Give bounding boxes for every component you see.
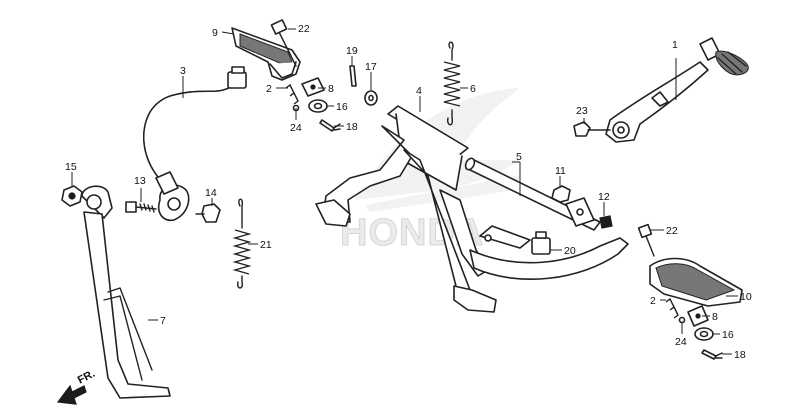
- gearshift-pedal: [605, 37, 749, 143]
- callout-6: 6: [470, 83, 476, 95]
- callout-2-lower: 2: [650, 295, 656, 307]
- side-stand: [81, 185, 171, 399]
- callout-16-lower: 16: [722, 329, 734, 341]
- callout-9: 9: [212, 27, 218, 39]
- callout-23: 23: [576, 105, 588, 117]
- callout-10: 10: [740, 291, 752, 303]
- callout-18-upper: 18: [346, 121, 358, 133]
- stopper-rubber-20: [531, 231, 551, 255]
- callout-2-upper: 2: [266, 83, 272, 95]
- callout-18-lower: 18: [734, 349, 746, 361]
- callout-12: 12: [598, 191, 610, 203]
- bolt-22-upper: [270, 19, 297, 67]
- nut-15: [61, 185, 83, 207]
- bracket-plate: [565, 197, 595, 227]
- callout-21: 21: [260, 239, 272, 251]
- callout-20: 20: [564, 245, 576, 257]
- leader-lines: [71, 28, 738, 355]
- pin-19: [349, 65, 357, 87]
- callout-22-upper: 22: [298, 23, 310, 35]
- spring-6: [443, 41, 461, 126]
- washer-16-upper: [308, 99, 328, 113]
- callout-14: 14: [205, 187, 217, 199]
- arrow-left-icon: [56, 384, 87, 405]
- callout-24-upper: 24: [290, 122, 302, 134]
- ball-24-lower: [678, 316, 686, 324]
- callout-22-lower: 22: [666, 225, 678, 237]
- main-stand: [315, 105, 629, 313]
- callout-labels: 1 2 2 3 4 5 6 7 8 8 9 10 11 12 13 14 15 …: [65, 23, 752, 361]
- callout-15: 15: [65, 161, 77, 173]
- callout-4: 4: [416, 85, 422, 97]
- front-direction-indicator: FR.: [56, 368, 97, 405]
- pin-18-lower: [701, 349, 723, 360]
- callout-8-lower: 8: [712, 311, 718, 323]
- callout-11: 11: [555, 165, 566, 177]
- callout-7: 7: [160, 315, 166, 327]
- callout-5: 5: [516, 151, 522, 163]
- nut-11: [551, 185, 571, 203]
- callout-19: 19: [346, 45, 358, 57]
- washer-16-lower: [694, 327, 714, 341]
- bolt-14: [195, 203, 221, 223]
- callout-16-upper: 16: [336, 101, 348, 113]
- bolt-23: [573, 121, 611, 137]
- sidestand-switch-cable: [143, 66, 247, 222]
- front-label: FR.: [76, 368, 97, 387]
- pin-18-upper: [319, 119, 341, 132]
- callout-13: 13: [134, 175, 146, 187]
- bolt-13: [125, 201, 157, 213]
- spring-2-lower: [665, 297, 679, 319]
- callout-3: 3: [180, 65, 186, 77]
- callout-17: 17: [365, 61, 377, 73]
- callout-8-upper: 8: [328, 83, 334, 95]
- spring-21: [232, 198, 252, 289]
- footpeg-lower-right: [649, 257, 743, 307]
- plate-8-lower: [687, 305, 709, 327]
- callout-24-lower: 24: [675, 336, 687, 348]
- plate-8-upper: [301, 77, 325, 97]
- spring-2-upper: [285, 83, 299, 105]
- footpeg-upper-left: [231, 27, 301, 81]
- bolt-22-lower: [637, 223, 655, 257]
- washer-17: [364, 90, 378, 106]
- callout-1: 1: [672, 39, 678, 51]
